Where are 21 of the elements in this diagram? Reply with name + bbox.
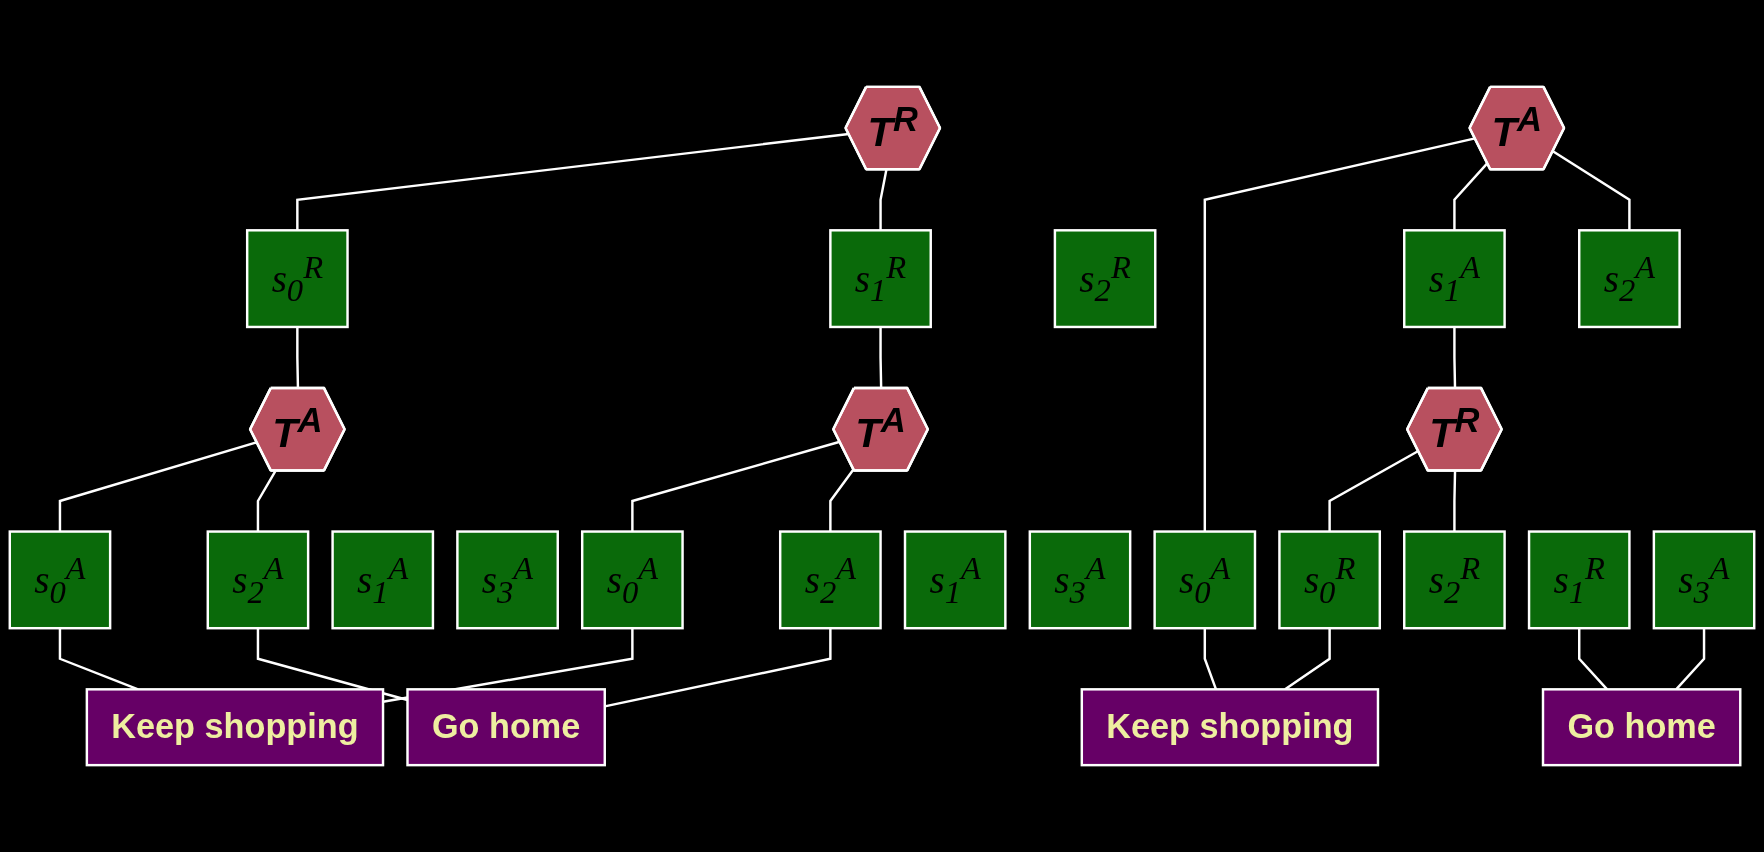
- node-box: Keep shopping: [1080, 688, 1380, 767]
- connector: [879, 326, 883, 389]
- connector: [256, 628, 408, 702]
- connector: [631, 440, 841, 532]
- connector: [1453, 471, 1457, 532]
- connector: [1552, 150, 1631, 231]
- connector: [1328, 449, 1419, 532]
- node-box: Go home: [1541, 688, 1742, 767]
- node-box: Go home: [406, 688, 606, 767]
- connector: [1453, 162, 1489, 231]
- connector: [296, 132, 849, 231]
- connector: [256, 470, 277, 532]
- connector: [1203, 628, 1218, 690]
- connector: [1203, 137, 1476, 532]
- connector: [296, 326, 300, 389]
- connector: [604, 628, 832, 708]
- node-box: Keep shopping: [85, 688, 385, 767]
- connector: [58, 441, 258, 532]
- connector: [1453, 326, 1457, 389]
- connector: [829, 468, 855, 532]
- connector: [879, 169, 888, 231]
